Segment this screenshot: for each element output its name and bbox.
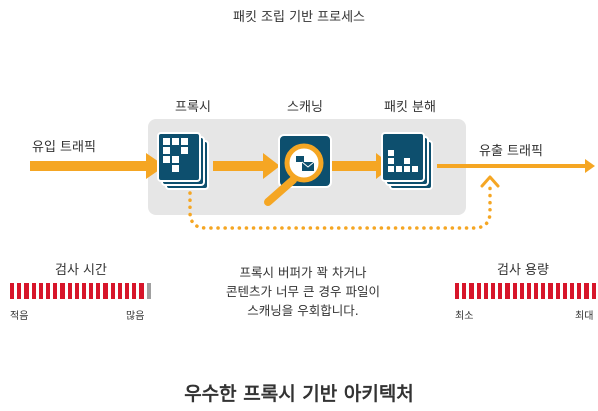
- bottom-title: 우수한 프록시 기반 아키텍처: [184, 383, 414, 405]
- inspection-capacity-segment: [591, 283, 596, 299]
- bypass-note-line: 스캐닝을 우회합니다.: [247, 303, 359, 318]
- outbound-arrow: [437, 159, 595, 173]
- inbound-traffic-label: 유입 트래픽: [32, 140, 96, 155]
- inspection-capacity-segment: [541, 283, 546, 299]
- inspection-capacity-segment: [469, 283, 474, 299]
- stage-label-scanning: 스캐닝: [287, 100, 323, 115]
- stacked-bars-icon: [381, 132, 433, 190]
- inspection-capacity-title: 검사 용량: [497, 263, 549, 278]
- stage-label-packet-disassembly: 패킷 분해: [384, 100, 436, 115]
- inspection-capacity-segment: [548, 283, 553, 299]
- inspection-capacity-segment: [570, 283, 575, 299]
- inspection-time-segment: [10, 283, 15, 299]
- inspection-time-segment: [67, 283, 72, 299]
- inspection-time-segment: [45, 283, 51, 299]
- stage-label-proxy: 프록시: [175, 100, 211, 115]
- inspection-capacity-segment: [490, 283, 496, 299]
- inspection-capacity-segment: [476, 283, 481, 299]
- inspection-time-segment: [110, 283, 115, 299]
- inspection-capacity-segment: [584, 283, 589, 299]
- inspection-capacity-segment: [505, 283, 510, 299]
- inspection-capacity-segment: [519, 283, 524, 299]
- inspection-capacity-segment: [455, 283, 460, 299]
- bypass-note-line: 프록시 버퍼가 꽉 차거나: [239, 265, 367, 280]
- bypass-arrowhead: [480, 175, 500, 188]
- inspection-capacity-segment: [534, 283, 539, 299]
- inspection-capacity-segment: [555, 283, 560, 299]
- inspection-capacity-min-label: 최소: [455, 311, 474, 322]
- inspection-capacity-segment: [512, 283, 517, 299]
- inspection-time-segment: [125, 283, 130, 299]
- inbound-arrow: [30, 153, 165, 179]
- inspection-time-segment: [132, 283, 137, 299]
- bypass-note-line: 콘텐츠가 너무 큰 경우 파일이: [226, 284, 380, 299]
- inspection-time-title: 검사 시간: [55, 263, 107, 278]
- diagram-title: 패킷 조립 기반 프로세스: [233, 10, 365, 25]
- inspection-time-segment: [60, 283, 65, 299]
- inspection-time-min-label: 적음: [10, 311, 29, 322]
- inspection-capacity-max-label: 최대: [575, 311, 594, 322]
- inspection-time-segment: [17, 283, 22, 299]
- bypass-note: 프록시 버퍼가 꽉 차거나 콘텐츠가 너무 큰 경우 파일이 스캐닝을 우회합니…: [198, 263, 408, 320]
- inspection-capacity-segment: [483, 283, 488, 299]
- inspection-time-segment: [31, 283, 36, 299]
- inspection-time-segment: [96, 283, 101, 299]
- inspection-capacity-segment: [577, 283, 582, 299]
- inspection-time-max-label: 많음: [126, 311, 145, 322]
- inspection-time-segment: [53, 283, 58, 299]
- bypass-dotted-path: [188, 184, 492, 230]
- magnifier-envelope-icon: [264, 134, 332, 206]
- outbound-traffic-label: 유출 트래픽: [479, 144, 543, 159]
- inspection-capacity-meter: [455, 283, 596, 299]
- inspection-time-segment: [146, 283, 151, 299]
- inspection-time-segment: [117, 283, 122, 299]
- inspection-time-segment: [74, 283, 79, 299]
- inspection-time-meter: [10, 283, 151, 299]
- inspection-time-segment: [38, 283, 43, 299]
- inspection-capacity-segment: [462, 283, 467, 299]
- inspection-capacity-segment: [562, 283, 567, 299]
- inspection-time-segment: [103, 283, 108, 299]
- stacked-grid-icon: [157, 132, 209, 190]
- inspection-time-segment: [24, 283, 29, 299]
- inspection-capacity-segment: [526, 283, 532, 299]
- inspection-time-segment: [81, 283, 87, 299]
- inspection-capacity-segment: [498, 283, 503, 299]
- proxy-to-scan-arrow: [213, 153, 280, 179]
- inspection-time-segment: [89, 283, 94, 299]
- inspection-time-segment: [139, 283, 144, 299]
